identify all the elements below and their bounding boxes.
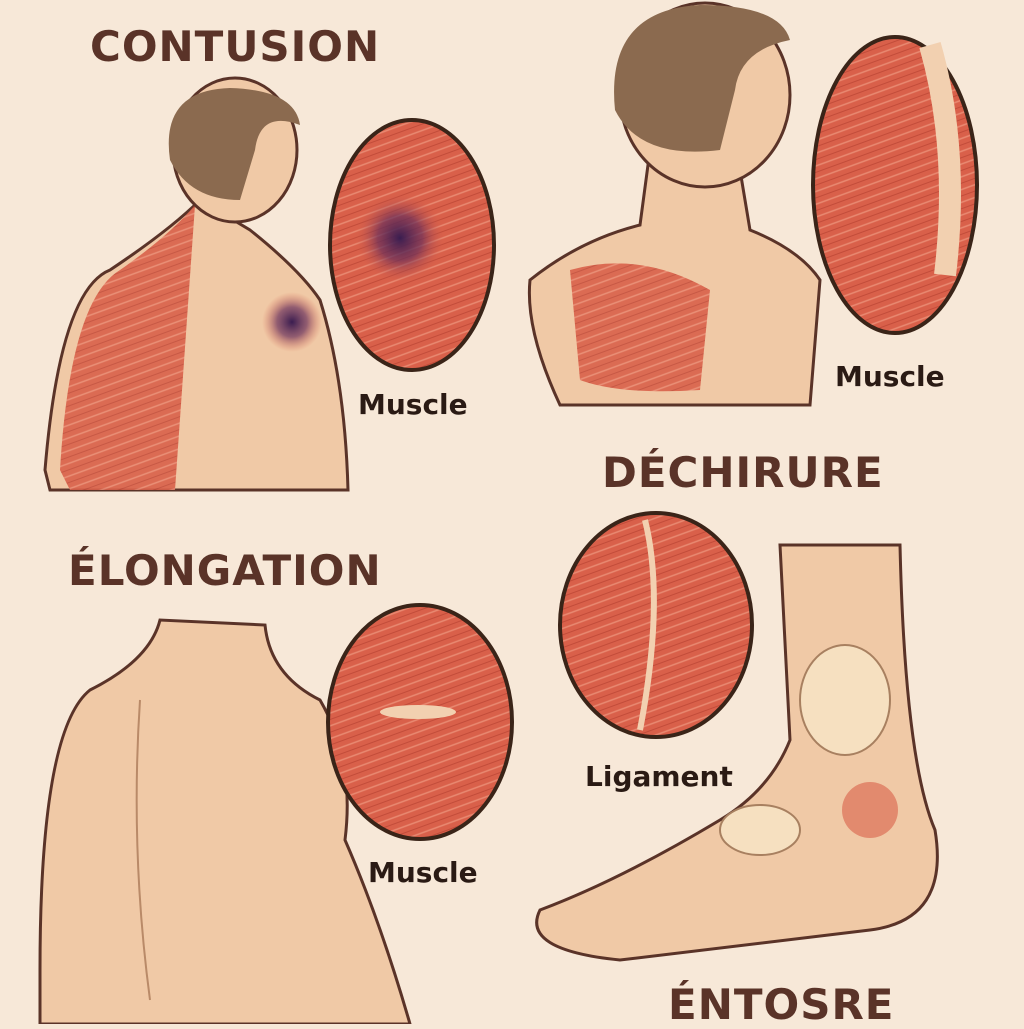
label-ligament: Ligament — [585, 760, 733, 793]
title-contusion: CONTUSION — [90, 22, 381, 71]
label-contusion-muscle: Muscle — [358, 388, 468, 421]
label-dechirure-muscle: Muscle — [835, 360, 945, 393]
ligament-inset — [558, 511, 754, 739]
contusion-muscle-inset — [328, 118, 496, 372]
title-entorse: ÉNTOSRE — [668, 980, 895, 1029]
dechirure-figure — [527, 1, 822, 407]
contusion-figure — [43, 76, 350, 492]
label-elongation-muscle: Muscle — [368, 856, 478, 889]
elongation-figure — [38, 618, 412, 1024]
elongation-muscle-inset — [326, 603, 514, 841]
title-dechirure: DÉCHIRURE — [602, 448, 884, 497]
dechirure-muscle-inset — [811, 35, 979, 335]
title-elongation: ÉLONGATION — [68, 546, 382, 595]
ankle-figure — [535, 543, 939, 962]
